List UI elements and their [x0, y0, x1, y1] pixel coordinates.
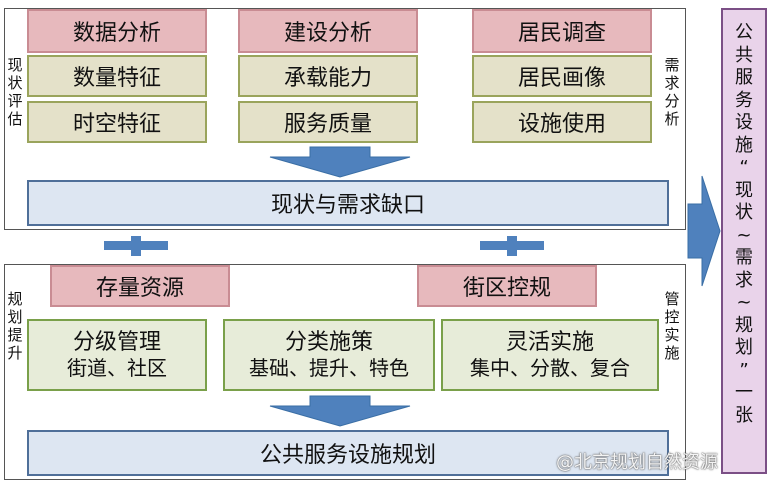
side-char: 张: [735, 404, 753, 426]
connector-right-icon: [480, 236, 544, 256]
item-service-quality: 服务质量: [238, 101, 418, 143]
side-char: “: [739, 157, 749, 178]
connector-left-icon: [104, 236, 168, 256]
assessment-right-label: 需求分析: [664, 56, 680, 128]
side-panel-text: 公 共 服 务 设 施 “ 现 状 ~ 需 求 ~ 规 划 ” 一 张: [723, 22, 765, 427]
side-char: 现: [735, 179, 753, 201]
header-construction-analysis: 建设分析: [238, 9, 418, 53]
item-resident-profile: 居民画像: [472, 55, 652, 97]
side-char: 服: [735, 67, 753, 88]
gap-box: 现状与需求缺口: [27, 180, 669, 226]
side-char: 求: [735, 269, 753, 291]
side-char: 施: [735, 134, 753, 156]
result-box: 公共服务设施规划: [27, 430, 669, 476]
strategy-tiered-management: 分级管理 街道、社区: [27, 319, 207, 391]
strategy-flexible-implementation: 灵活实施 集中、分散、复合: [441, 319, 659, 391]
assessment-left-label: 现状评估: [7, 56, 23, 128]
side-char: 务: [735, 89, 753, 111]
item-capacity: 承载能力: [238, 55, 418, 97]
header-data-analysis: 数据分析: [27, 9, 207, 53]
side-panel: 公 共 服 务 设 施 “ 现 状 ~ 需 求 ~ 规 划 ” 一 张: [721, 8, 767, 474]
down-arrow-icon: [269, 146, 411, 178]
item-spatiotemporal-features: 时空特征: [27, 101, 207, 143]
item-facility-usage: 设施使用: [472, 101, 652, 143]
side-char: ”: [739, 359, 749, 381]
side-char: 公: [735, 22, 753, 43]
strategy-title: 分级管理: [72, 329, 161, 355]
side-char: 共: [735, 44, 753, 66]
side-char: 状: [735, 202, 753, 223]
down-arrow-icon: [269, 395, 411, 427]
strategy-classified-policy: 分类施策 基础、提升、特色: [223, 319, 435, 391]
right-arrow-icon: [687, 175, 721, 287]
header-resident-survey: 居民调查: [472, 9, 652, 53]
strategy-title: 分类施策: [284, 329, 373, 355]
side-char: 需: [735, 247, 753, 268]
side-char: 一: [735, 382, 753, 403]
strategy-detail: 集中、分散、复合: [470, 356, 630, 381]
side-char: 划: [735, 337, 753, 358]
side-char: ~: [736, 292, 752, 313]
planning-left-label: 规划提升: [7, 290, 23, 362]
item-quantity-features: 数量特征: [27, 55, 207, 97]
strategy-detail: 街道、社区: [67, 356, 167, 381]
header-block-regulation: 街区控规: [417, 265, 597, 307]
planning-right-label: 管控实施: [664, 290, 680, 362]
side-char: ~: [736, 224, 752, 246]
side-char: 规: [735, 314, 753, 336]
strategy-detail: 基础、提升、特色: [249, 356, 409, 381]
header-existing-resources: 存量资源: [50, 265, 230, 307]
strategy-title: 灵活实施: [505, 329, 594, 355]
side-char: 设: [735, 112, 753, 133]
watermark: @北京规划自然资源: [556, 452, 718, 473]
